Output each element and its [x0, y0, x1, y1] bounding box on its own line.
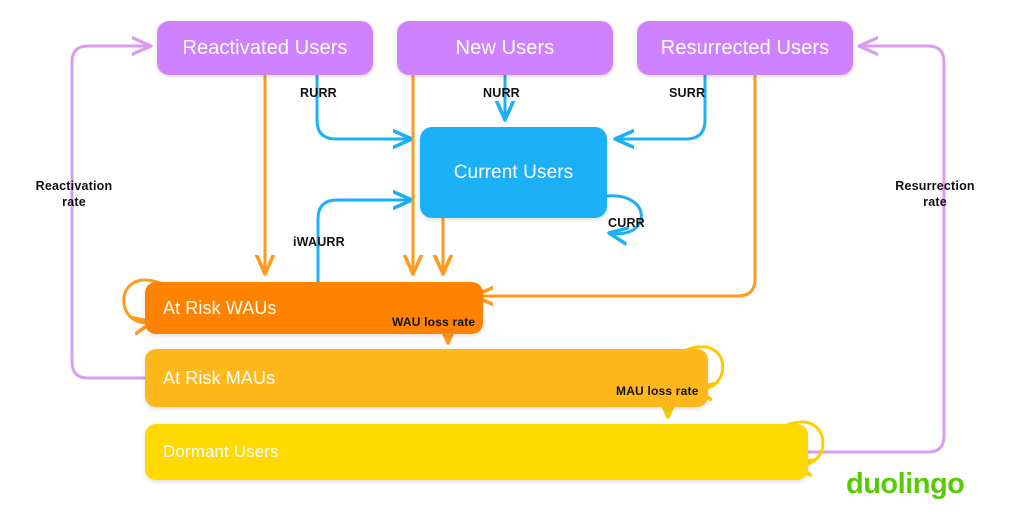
edge-label-iwaurr: iWAURR	[293, 235, 345, 249]
node-reactivated-users[interactable]: Reactivated Users	[157, 21, 373, 75]
edge-iwaurr	[316, 200, 412, 286]
node-new-users[interactable]: New Users	[397, 21, 613, 75]
node-label: Resurrected Users	[660, 36, 830, 59]
node-current-users[interactable]: Current Users	[420, 127, 607, 218]
edge-label-curr: CURR	[608, 216, 645, 230]
edge-label-wau-loss-rate: WAU loss rate	[392, 315, 476, 329]
node-label: At Risk MAUs	[163, 367, 276, 388]
edge-label-resurrection-rate: Resurrection rate	[895, 179, 975, 209]
edge-label-reactivation-rate: Reactivation rate	[35, 179, 113, 209]
node-label: Current Users	[453, 161, 574, 183]
node-resurrected-users[interactable]: Resurrected Users	[637, 21, 853, 75]
duolingo-logo: duolingo	[846, 468, 965, 500]
edge-at-risk-wau-self-loop	[122, 278, 162, 323]
node-label: New Users	[455, 36, 555, 59]
edge-resurrection-rate	[788, 46, 946, 454]
edge-label-surr: SURR	[669, 86, 706, 100]
edge-curr-self-loop	[605, 194, 643, 234]
edge-reactivation-rate	[70, 46, 151, 380]
node-label: Dormant Users	[163, 442, 279, 461]
node-at-risk-waus[interactable]: At Risk WAUs	[145, 282, 483, 334]
edge-label-mau-loss-rate: MAU loss rate	[616, 384, 699, 398]
edge-rurr	[315, 74, 412, 139]
node-dormant-users[interactable]: Dormant Users	[145, 424, 808, 480]
node-label: At Risk WAUs	[163, 297, 277, 318]
edge-resurrected-to-at-risk-wau	[474, 74, 757, 296]
edge-label-nurr: NURR	[483, 86, 520, 100]
edge-label-rurr: RURR	[300, 86, 337, 100]
edge-surr	[615, 74, 707, 139]
node-at-risk-maus[interactable]: At Risk MAUs	[145, 349, 708, 407]
node-label: Reactivated Users	[182, 36, 348, 59]
